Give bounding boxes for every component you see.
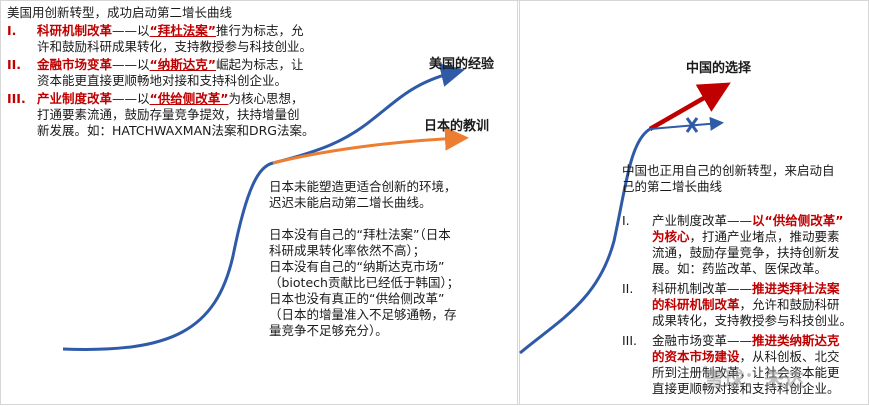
japan-text-line: 日本也没有真正的“供给侧改革” (269, 291, 445, 306)
japan-text-line: 日本未能塑造更适合创新的环境， (269, 179, 457, 194)
us-item-2: II. 金融市场变革——以“纳斯达克”崛起为标志，让 (7, 57, 303, 73)
china-first-curve (519, 127, 651, 355)
china-item-2-pre: 科研机制改革—— (652, 281, 753, 296)
cross-mark-icon (685, 117, 699, 133)
us-item-2-tail: 崛起为标志，让 (215, 57, 304, 72)
china-item-3-pre: 金融市场变革—— (652, 333, 753, 348)
us-item-2-line2: 资本能更直接更顺畅地对接和支持科创企业。 (37, 73, 288, 88)
japan-text-line: 迟迟未能启动第二增长曲线。 (269, 195, 432, 210)
us-item-1-head: 科研机制改革 (37, 23, 113, 38)
us-item-1-num: I. (7, 23, 17, 38)
us-item-3-line3: 新发展。如：HATCHWAXMAN法案和DRG法案。 (37, 123, 315, 138)
us-experience-label: 美国的经验 (429, 57, 495, 72)
us-item-2-em: “纳斯达克” (149, 57, 216, 72)
japan-text-line: 科研成果转化率依然不高）； (269, 243, 426, 258)
china-item-1-line2: 为核心，打通产业堵点，推动要素 (622, 229, 840, 245)
china-panel: 中国的选择 中国也正用自己的创新转型，来启动自 己的第二增长曲线 I. 产业制度改… (517, 0, 869, 405)
us-item-1-em: “拜杜法案” (149, 23, 216, 38)
us-item-2-head: 金融市场变革 (37, 57, 113, 72)
china-item-2-rest: ，允许和鼓励科研 (739, 297, 840, 312)
china-item-2: II. 科研机制改革——推进类拜杜法案 (622, 281, 840, 297)
china-item-3: III. 金融市场变革——推进类纳斯达克 (622, 333, 840, 349)
japan-text-line: 量竞争不足够充分）。 (269, 323, 388, 338)
china-item-3-em2: 的资本市场建设 (652, 349, 740, 364)
china-intro-line2: 己的第二增长曲线 (622, 179, 723, 194)
first-growth-curve (62, 161, 274, 351)
us-intro: 美国用创新转型，成功启动第二增长曲线 (7, 5, 233, 20)
us-item-3-mid: ——以 (112, 91, 150, 106)
growth-curve-diagram-left (62, 63, 469, 351)
us-item-2-num: II. (7, 57, 22, 72)
us-item-3: III. 产业制度改革——以“供给侧改革”为核心思想， (7, 91, 303, 107)
china-item-1-num: I. (622, 213, 630, 228)
china-choice-label: 中国的选择 (686, 61, 752, 76)
us-item-1-tail: 推行为标志，允 (215, 23, 304, 38)
japan-lesson-label: 日本的教训 (424, 119, 490, 134)
china-item-3-line4: 直接更顺畅对接和支持科创企业。 (652, 381, 840, 396)
us-item-1-mid: ——以 (112, 23, 150, 38)
japan-text-line: 日本没有自己的“纳斯达克市场” (269, 259, 445, 274)
china-item-1-pre: 产业制度改革—— (652, 213, 753, 228)
china-item-2-em2: 的科研机制改革 (652, 297, 740, 312)
us-item-3-em: “供给侧改革” (149, 91, 229, 106)
china-item-2-line2: 的科研机制改革，允许和鼓励科研 (622, 297, 840, 313)
china-item-1-line3: 流通，鼓励存量竞争，扶持创新发 (652, 245, 840, 260)
us-item-2-mid: ——以 (112, 57, 150, 72)
us-item-3-head: 产业制度改革 (37, 91, 113, 106)
china-item-1-em2: 为核心 (652, 229, 690, 244)
us-item-3-tail: 为核心思想， (228, 91, 304, 106)
china-path-upward (648, 82, 731, 131)
japan-text-line: 日本没有自己的“拜杜法案”（日本 (269, 227, 451, 242)
china-item-2-num: II. (622, 281, 634, 296)
china-item-1-rest: ，打通产业堵点，推动要素 (689, 229, 840, 244)
us-item-1: I. 科研机制改革——以“拜杜法案”推行为标志，允 (7, 23, 303, 39)
china-item-1: I. 产业制度改革——以“供给侧改革” (622, 213, 843, 229)
japan-text-line: （日本的增量准入不足够通畅，存 (269, 307, 457, 322)
china-intro-line1: 中国也正用自己的创新转型，来启动自 (622, 163, 835, 178)
us-second-curve (272, 63, 465, 165)
china-item-1-line4: 展。如：药监改革、医保改革。 (652, 261, 828, 276)
us-item-3-line2: 打通要素流通，鼓励存量竞争提效，扶持增量创 (37, 107, 300, 122)
japan-text-line: （biotech贡献比已经低于韩国）； (269, 275, 460, 290)
china-item-2-em1: 推进类拜杜法案 (752, 281, 840, 296)
china-item-2-line3: 成果转化，支持教授参与科技创业。 (652, 313, 853, 328)
us-item-3-num: III. (7, 91, 26, 106)
growth-curve-diagram-right (519, 82, 731, 355)
us-japan-panel: 美国用创新转型，成功启动第二增长曲线 I.科研机制改革——以“拜杜法案”推行为标… (0, 0, 520, 405)
china-item-3-line3: 所到注册制改革，让社会资本能更 (652, 365, 840, 380)
china-item-3-em1: 推进类纳斯达克 (752, 333, 840, 348)
china-item-3-num: III. (622, 333, 638, 348)
japan-curve (272, 126, 469, 165)
china-item-3-line2: 的资本市场建设，从科创板、北交 (622, 349, 840, 365)
china-item-1-em1: 以“供给侧改革” (752, 213, 844, 228)
us-item-1-line2: 许和鼓励科研成果转化，支持教授参与科技创业。 (37, 39, 313, 54)
watermark: 雪球：朱达 (704, 367, 804, 391)
china-path-flat (649, 116, 724, 131)
china-item-3-rest: ，从科创板、北交 (739, 349, 840, 364)
